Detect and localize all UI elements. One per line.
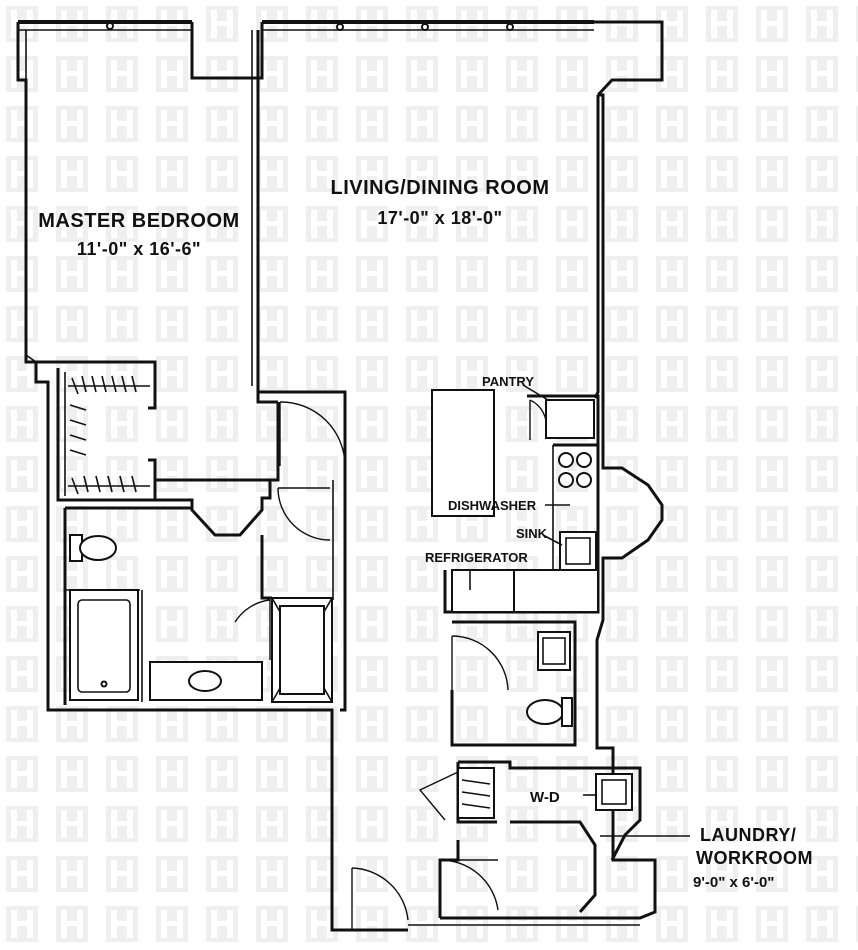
laundry-name-line2: WORKROOM: [696, 848, 813, 868]
sink-label: SINK: [516, 526, 548, 541]
powder-room: [450, 620, 577, 747]
label-leaders: [522, 384, 690, 837]
laundry-workroom: [351, 760, 642, 930]
living-dining-dims: 17'-0" x 18'-0": [377, 208, 502, 228]
master-bedroom-dims: 11'-0" x 16'-6": [77, 239, 201, 259]
bedroom-hall: [65, 401, 346, 541]
pantry-label: PANTRY: [482, 374, 534, 389]
dishwasher-label: DISHWASHER: [448, 498, 537, 513]
master-bedroom-name: MASTER BEDROOM: [38, 210, 239, 232]
master-bedroom: [25, 30, 347, 410]
washer-dryer-label: W-D: [530, 789, 560, 806]
living-dining-room: [332, 95, 600, 712]
master-bath: [63, 506, 333, 705]
laundry-dims: 9'-0" x 6'-0": [693, 874, 774, 891]
laundry-name-line1: LAUNDRY/: [700, 825, 796, 845]
refrigerator-label: REFRIGERATOR: [425, 550, 528, 565]
living-dining-name: LIVING/DINING ROOM: [331, 177, 550, 199]
exterior-walls: [16, 20, 664, 932]
